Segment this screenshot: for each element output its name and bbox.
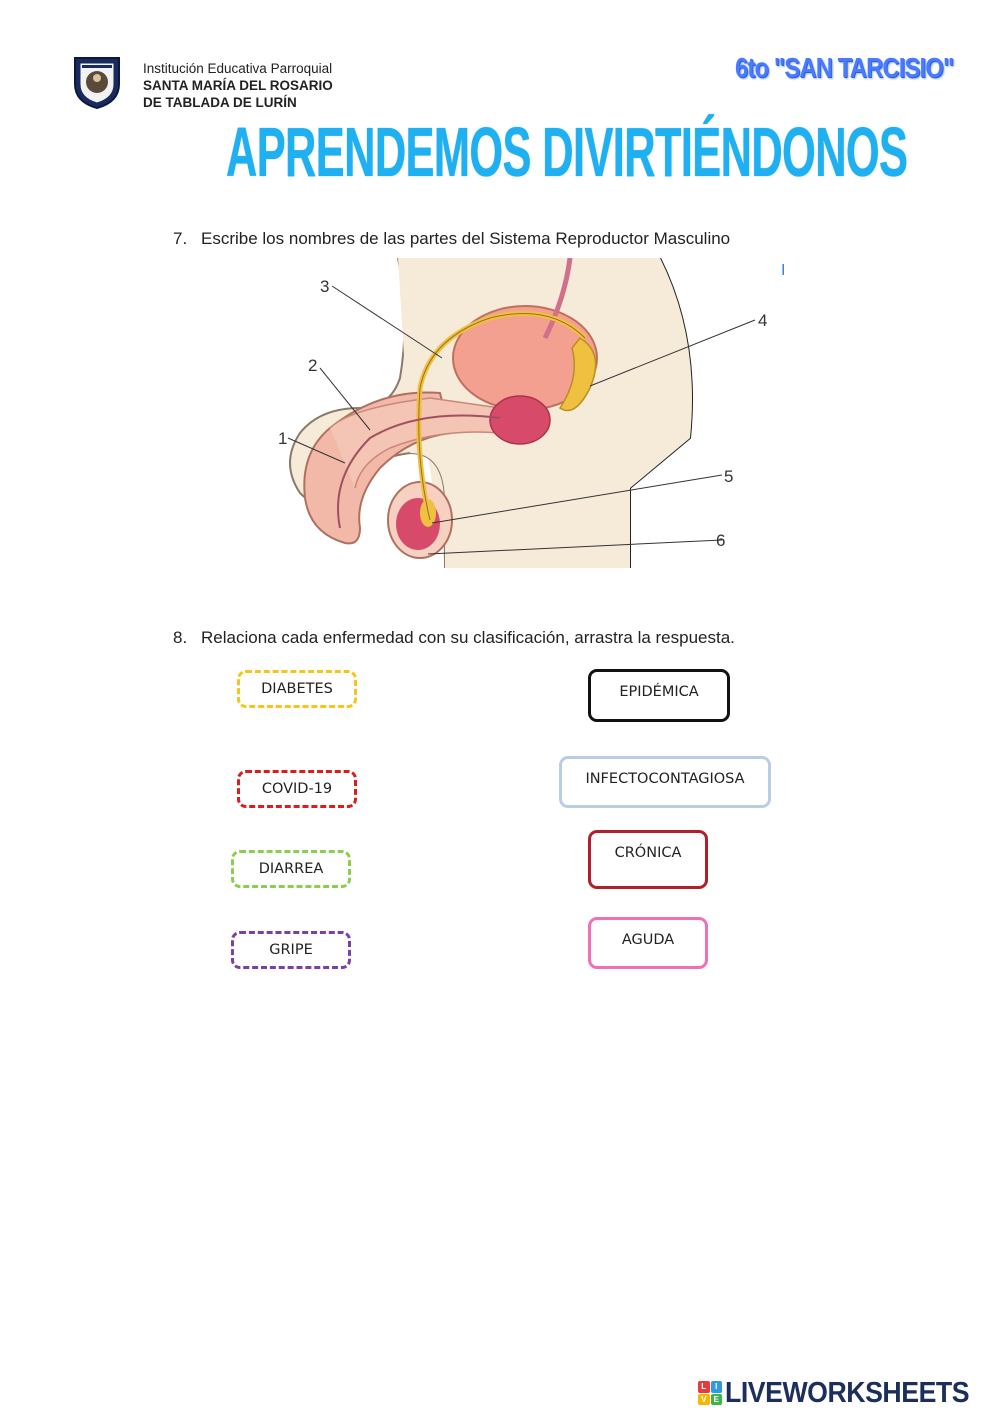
drop-target-cronica[interactable]: CRÓNICA <box>588 830 708 889</box>
school-name-line1: Institución Educativa Parroquial <box>143 61 333 76</box>
question-8-number: 8. <box>173 628 188 647</box>
logo-letter-e: E <box>710 1393 722 1405</box>
diagram-label-4: 4 <box>758 311 767 330</box>
drag-item-gripe[interactable]: GRIPE <box>231 931 351 969</box>
text-cursor-icon: I <box>781 262 786 279</box>
question-7-number: 7. <box>173 229 188 248</box>
drop-target-aguda[interactable]: AGUDA <box>588 917 708 969</box>
drop-target-infectocontagiosa[interactable]: INFECTOCONTAGIOSA <box>559 756 771 808</box>
liveworksheets-logo-text: LIVEWORKSHEETS <box>725 1376 970 1409</box>
diagram-label-5: 5 <box>724 467 733 486</box>
question-8-text: Relaciona cada enfermedad con su clasifi… <box>201 628 735 647</box>
school-crest-logo <box>74 57 120 110</box>
school-name-line2: SANTA MARÍA DEL ROSARIO <box>143 78 333 93</box>
question-8: 8. Relaciona cada enfermedad con su clasi… <box>173 628 735 648</box>
diagram-label-1: 1 <box>278 429 287 448</box>
logo-letter-v: V <box>698 1393 710 1405</box>
drag-item-covid-19[interactable]: COVID-19 <box>237 770 357 808</box>
grade-label: 6to "SAN TARCISIO" <box>735 52 954 83</box>
question-7: 7. Escribe los nombres de las partes del … <box>173 229 730 249</box>
diagram-label-6: 6 <box>716 531 725 550</box>
logo-letter-l: L <box>698 1381 710 1393</box>
page-title: APRENDEMOS DIVIRTIÉNDONOS <box>226 113 908 191</box>
male-reproductive-system-diagram: 1 2 3 4 5 6 <box>278 258 767 568</box>
drop-target-epidemica[interactable]: EPIDÉMICA <box>588 669 730 722</box>
liveworksheets-logo-icon: L I V E <box>698 1381 722 1405</box>
drag-item-diarrea[interactable]: DIARREA <box>231 850 351 888</box>
diagram-label-2: 2 <box>308 356 317 375</box>
school-name-line3: DE TABLADA DE LURÍN <box>143 95 297 110</box>
logo-letter-i: I <box>710 1381 722 1393</box>
question-7-text: Escribe los nombres de las partes del Si… <box>201 229 731 248</box>
drag-item-diabetes[interactable]: DIABETES <box>237 670 357 708</box>
liveworksheets-logo: L I V E LIVEWORKSHEETS <box>698 1376 990 1410</box>
diagram-label-3: 3 <box>320 277 329 296</box>
